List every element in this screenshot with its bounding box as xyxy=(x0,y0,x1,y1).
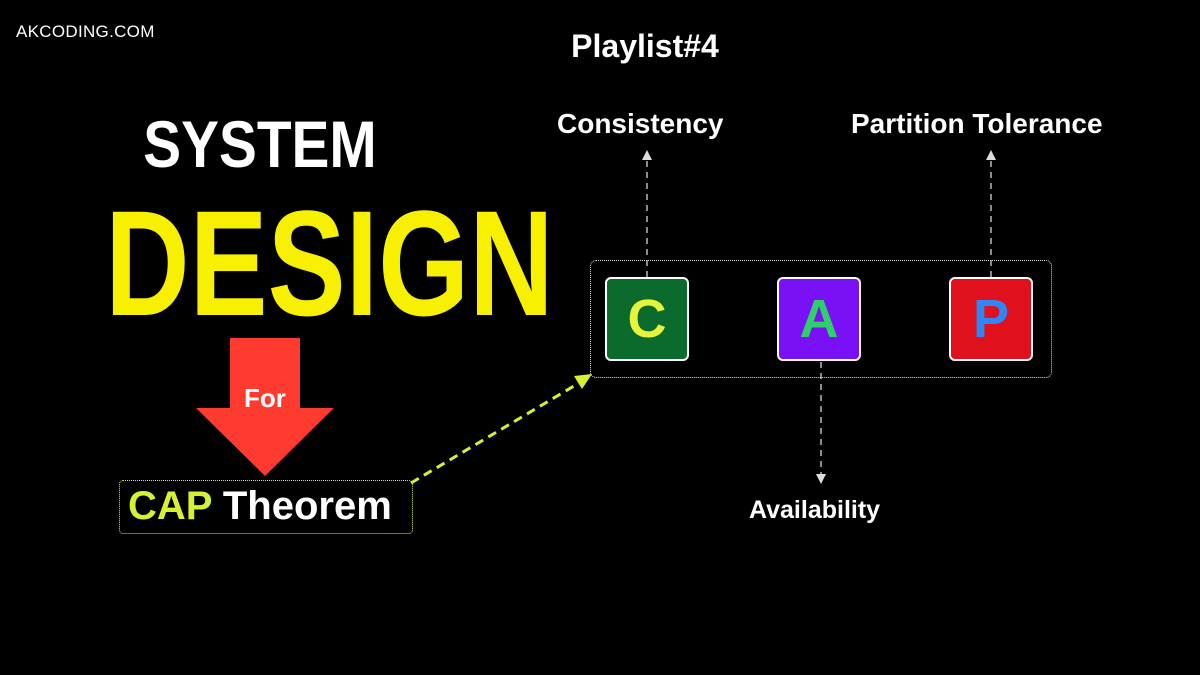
availability-label: Availability xyxy=(749,496,881,524)
connector-arrowhead-icon xyxy=(574,374,592,389)
tile-partition: P xyxy=(949,277,1033,361)
consistency-arrowhead-icon xyxy=(642,150,652,160)
connector-arrow xyxy=(410,378,585,485)
consistency-label: Consistency xyxy=(557,108,724,139)
tile-availability: A xyxy=(777,277,861,361)
site-watermark: AKCODING.COM xyxy=(16,22,155,41)
topic-rest: Theorem xyxy=(211,484,392,528)
for-label: For xyxy=(244,383,286,413)
cap-group-frame xyxy=(590,260,1052,378)
title-system: SYSTEM xyxy=(143,107,377,181)
playlist-title: Playlist#4 xyxy=(571,28,719,64)
topic-frame xyxy=(119,480,413,534)
topic-label: CAP Theorem xyxy=(128,484,392,529)
partition-arrowhead-icon xyxy=(986,150,996,160)
tile-consistency: C xyxy=(605,277,689,361)
availability-arrowhead-icon xyxy=(816,474,826,484)
partition-tolerance-label: Partition Tolerance xyxy=(851,108,1103,139)
down-arrow-icon xyxy=(196,338,334,476)
topic-highlight: CAP xyxy=(128,484,212,528)
